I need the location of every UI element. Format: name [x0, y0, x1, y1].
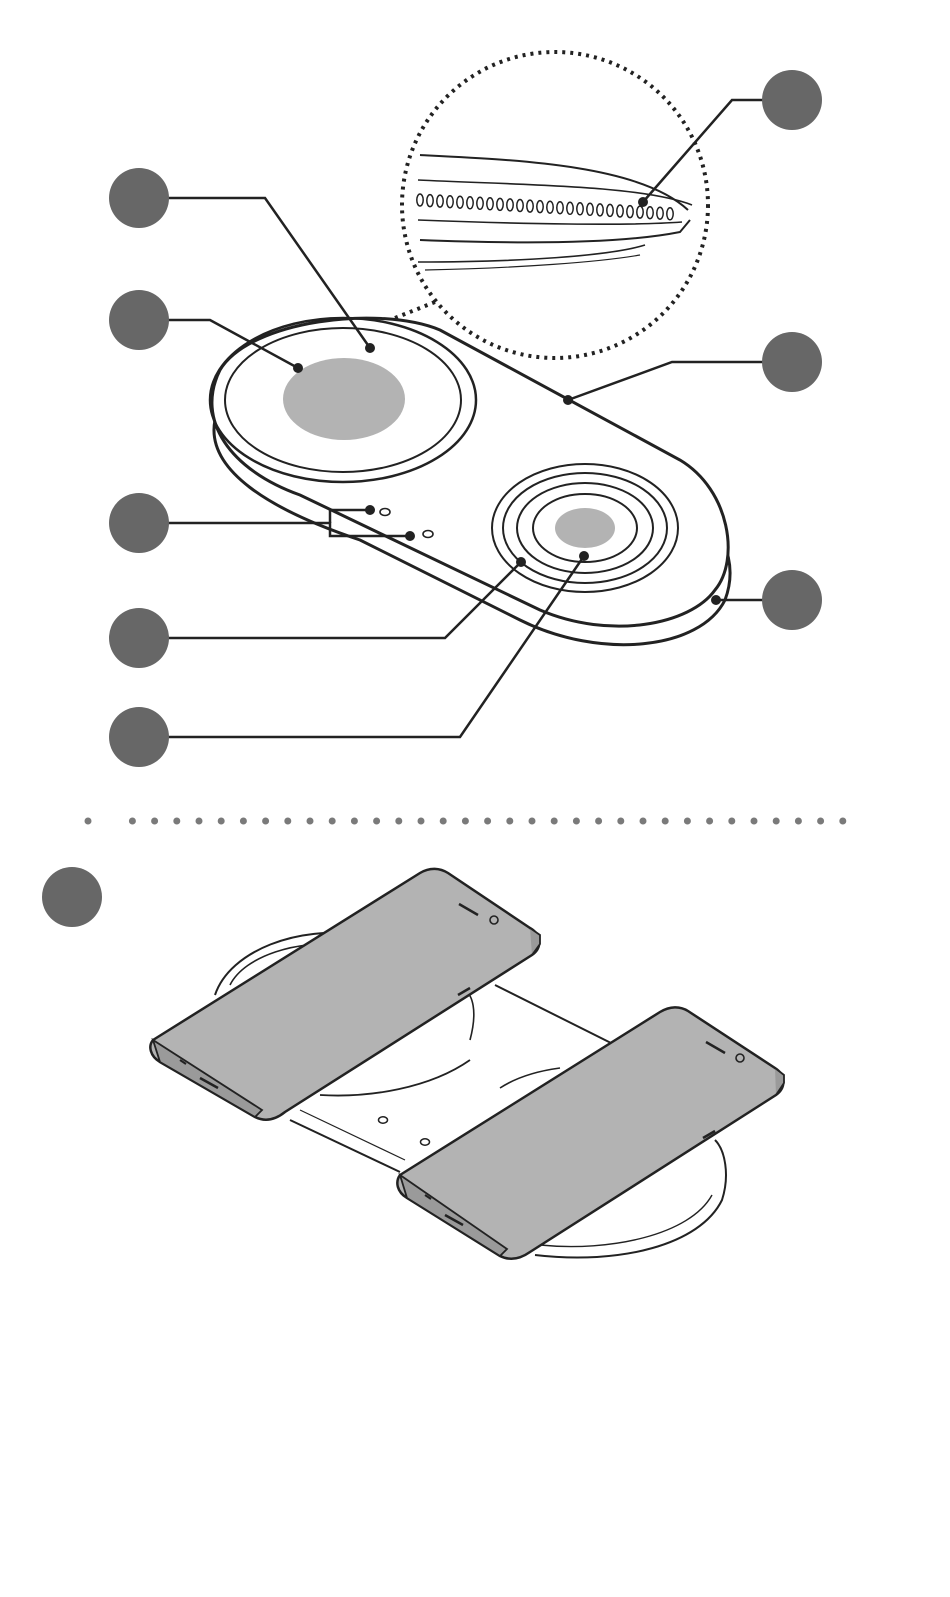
- vent-slot: [617, 205, 623, 217]
- separator-dot: [462, 818, 469, 825]
- callout-indicator-lights: [109, 493, 169, 553]
- callout-ventilation-holes: [762, 70, 822, 130]
- vent-slot: [417, 194, 423, 206]
- separator-dot: [529, 818, 536, 825]
- separator-dot: [728, 818, 735, 825]
- vent-slot: [447, 196, 453, 208]
- callout-coil-area-right: [109, 707, 169, 767]
- separator-dot: [617, 818, 624, 825]
- separator-dot: [351, 818, 358, 825]
- vent-slot: [647, 207, 653, 219]
- separator-dot: [506, 818, 513, 825]
- smartphone-icon: [150, 869, 540, 1120]
- vent-slots: [417, 194, 673, 220]
- separator-dot: [395, 818, 402, 825]
- vent-slot: [667, 208, 673, 220]
- separator-dot: [684, 818, 691, 825]
- separator-dot: [706, 818, 713, 825]
- vent-slot: [487, 198, 493, 210]
- vent-slot: [437, 195, 443, 207]
- separator-dot: [484, 818, 491, 825]
- vent-slot: [567, 202, 573, 214]
- separator-dot: [307, 818, 314, 825]
- separator-dot: [262, 818, 269, 825]
- callout-charging-surface-right: [109, 608, 169, 668]
- vent-slot: [527, 200, 533, 212]
- charger-with-phones: [150, 869, 784, 1259]
- separator-dot: [640, 818, 647, 825]
- separator-dot: [196, 818, 203, 825]
- separator-dot: [839, 818, 846, 825]
- separator-dot: [240, 818, 247, 825]
- separator-dot: [795, 818, 802, 825]
- vent-slot: [597, 204, 603, 216]
- separator-dot: [751, 818, 758, 825]
- vent-slot: [517, 200, 523, 212]
- vent-slot: [497, 198, 503, 210]
- coil-area-right: [555, 508, 615, 548]
- separator-dot: [85, 818, 92, 825]
- charger-pad-icon: [210, 318, 730, 645]
- smartphone-icon: [397, 1007, 784, 1258]
- separator-dot: [551, 818, 558, 825]
- vent-slot: [577, 203, 583, 215]
- vent-slot: [607, 204, 613, 216]
- ventilation-detail-icon: [395, 52, 708, 358]
- callout-side-port: [762, 570, 822, 630]
- vent-slot: [477, 197, 483, 209]
- separator-dot: [284, 818, 291, 825]
- separator-dot: [440, 818, 447, 825]
- vent-slot: [637, 206, 643, 218]
- vent-slot: [507, 199, 513, 211]
- separator-dot: [329, 818, 336, 825]
- separator-dot: [151, 818, 158, 825]
- callout-coil-area-left: [109, 290, 169, 350]
- separator-dot: [817, 818, 824, 825]
- vent-slot: [657, 207, 663, 219]
- callout-usage-step: [42, 867, 102, 927]
- separator-dot: [662, 818, 669, 825]
- separator-dot: [129, 818, 136, 825]
- vent-slot: [427, 195, 433, 207]
- vent-slot: [587, 203, 593, 215]
- separator-dot: [773, 818, 780, 825]
- separator-dot: [418, 818, 425, 825]
- separator-dot: [573, 818, 580, 825]
- vent-slot: [467, 197, 473, 209]
- callout-top-edge: [762, 332, 822, 392]
- separator-dot: [173, 818, 180, 825]
- separator-dot: [218, 818, 225, 825]
- vent-slot: [557, 202, 563, 214]
- vent-slot: [457, 196, 463, 208]
- separator-dot: [373, 818, 380, 825]
- separator-dot: [595, 818, 602, 825]
- vent-slot: [627, 206, 633, 218]
- callout-charging-surface-left: [109, 168, 169, 228]
- vent-slot: [537, 201, 543, 213]
- dotted-separator: [85, 818, 847, 825]
- vent-slot: [547, 201, 553, 213]
